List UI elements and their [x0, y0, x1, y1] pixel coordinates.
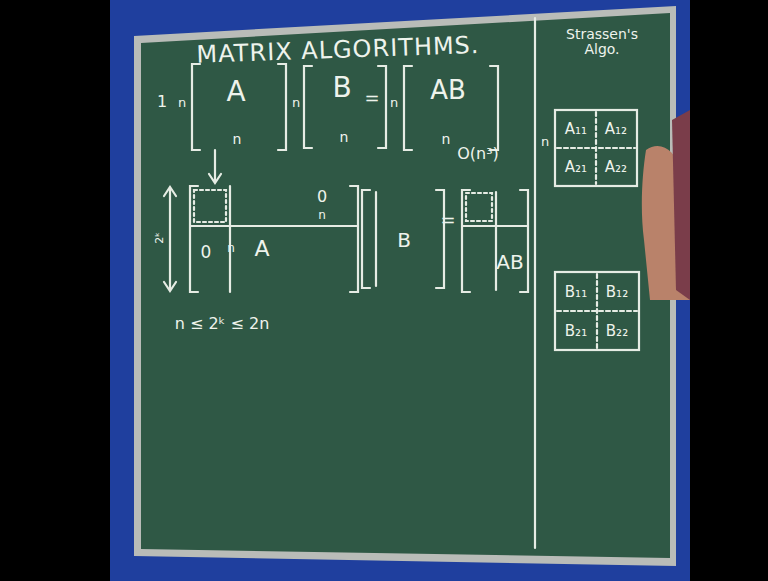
cell-text: B₁₂ [606, 283, 628, 301]
matrix-block-cell: A₁₂ [602, 118, 630, 140]
matrix-block-cell: A₁₁ [562, 118, 590, 140]
chalk-label: n [233, 132, 242, 147]
chalk-label: Strassen's Algo. [557, 27, 647, 58]
cell-text: A₁₂ [605, 120, 627, 138]
chalk-label: n [340, 130, 349, 145]
matrix-block-cell: B₁₂ [603, 281, 631, 303]
cell-text: B₂₂ [606, 322, 628, 340]
chalk-label: AB [496, 251, 523, 273]
matrix-block-cell: B₁₁ [562, 281, 590, 303]
matrix-block-cell: A₂₁ [562, 156, 590, 178]
chalk-label: n [390, 96, 398, 110]
cell-text: A₁₁ [565, 120, 587, 138]
cell-text: A₂₂ [605, 158, 627, 176]
chalk-label: B [332, 73, 351, 104]
chalk-label: n [292, 96, 300, 110]
chalk-label: 1 [157, 93, 167, 111]
green-board [141, 13, 670, 558]
matrix-block-cell: A₂₂ [602, 156, 630, 178]
matrix-block-cell: B₂₂ [603, 320, 631, 342]
chalk-strokes [164, 18, 639, 548]
black-bar [690, 0, 768, 581]
chalk-label: AB [430, 76, 466, 105]
black-bar [0, 0, 110, 581]
chalk-label: = [364, 88, 379, 108]
cell-text: A₂₁ [565, 158, 587, 176]
chalk-label: n [541, 135, 549, 149]
board-frame [134, 6, 676, 566]
lecturer-hand [642, 110, 690, 300]
chalk-label: B [397, 229, 411, 251]
cell-text: B₂₁ [565, 322, 587, 340]
chalk-label: n [318, 209, 326, 222]
chalk-label: n [227, 242, 235, 255]
chalk-label: 0 [201, 243, 212, 262]
chalk-label: A [254, 237, 269, 261]
chalk-label: = [440, 210, 455, 230]
chalk-label: n ≤ 2ᵏ ≤ 2n [175, 315, 270, 333]
chalk-label: 2ᵏ [154, 232, 166, 244]
matrix-block-cell: B₂₁ [562, 320, 590, 342]
chalk-label: 0 [317, 188, 327, 206]
chalk-label: A [226, 77, 245, 108]
chalk-label: O(n³) [457, 145, 499, 163]
cell-text: B₁₁ [565, 283, 587, 301]
chalk-label: n [178, 96, 186, 110]
chalk-label: n [442, 132, 451, 147]
